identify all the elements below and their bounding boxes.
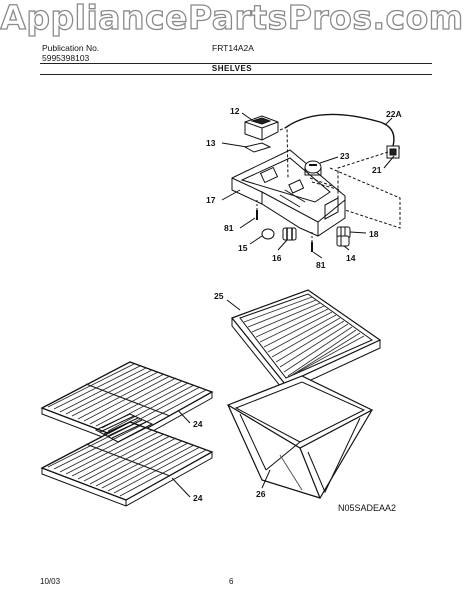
- footer-date: 10/03: [40, 577, 61, 586]
- section-title: SHELVES: [211, 64, 253, 73]
- part-26-crisper-pan: [226, 375, 374, 499]
- publication-number: 5995398103: [42, 53, 90, 63]
- callout-24-lower: 24: [193, 493, 203, 503]
- callout-81-left: 81: [224, 223, 234, 233]
- part-25-grid: [243, 296, 365, 377]
- publication-label: Publication No.: [42, 43, 100, 53]
- model-number: FRT14A2A: [212, 43, 254, 53]
- callout-25: 25: [214, 291, 224, 301]
- header-rule: [40, 63, 432, 64]
- part-22a-wire: [284, 113, 395, 147]
- callout-81-right: 81: [316, 260, 326, 270]
- part-15-bulb: [261, 228, 275, 240]
- shelf-center-mesh: [94, 413, 154, 443]
- diagram-code: N05SADEAA2: [338, 503, 397, 513]
- part-12-light-shield: [244, 115, 279, 141]
- part-14-knob: [336, 235, 350, 247]
- part-16-knob: [282, 227, 297, 241]
- callout-22a: 22A: [386, 109, 402, 119]
- part-23-thermostat: [304, 160, 322, 176]
- part-24-upper-wires: [47, 363, 207, 437]
- callout-15: 15: [238, 243, 248, 253]
- section-rule: [40, 74, 432, 75]
- footer-page: 6: [229, 577, 234, 586]
- callout-18: 18: [369, 229, 379, 239]
- watermark: AppliancePartsPros.com: [0, 0, 464, 38]
- part-25-crisper-cover: [231, 289, 382, 393]
- callout-14: 14: [346, 253, 356, 263]
- callout-24-upper: 24: [193, 419, 203, 429]
- callout-16: 16: [272, 253, 282, 263]
- part-24-lower-wires: [47, 423, 207, 497]
- callout-13: 13: [206, 138, 216, 148]
- callout-23: 23: [340, 151, 350, 161]
- callout-12: 12: [230, 106, 240, 116]
- part-17-control-housing: [231, 149, 346, 237]
- callout-17: 17: [206, 195, 216, 205]
- part-13-bracket: [243, 142, 272, 153]
- callout-26: 26: [256, 489, 266, 499]
- part-21-connector: [386, 145, 400, 159]
- callout-21: 21: [372, 165, 382, 175]
